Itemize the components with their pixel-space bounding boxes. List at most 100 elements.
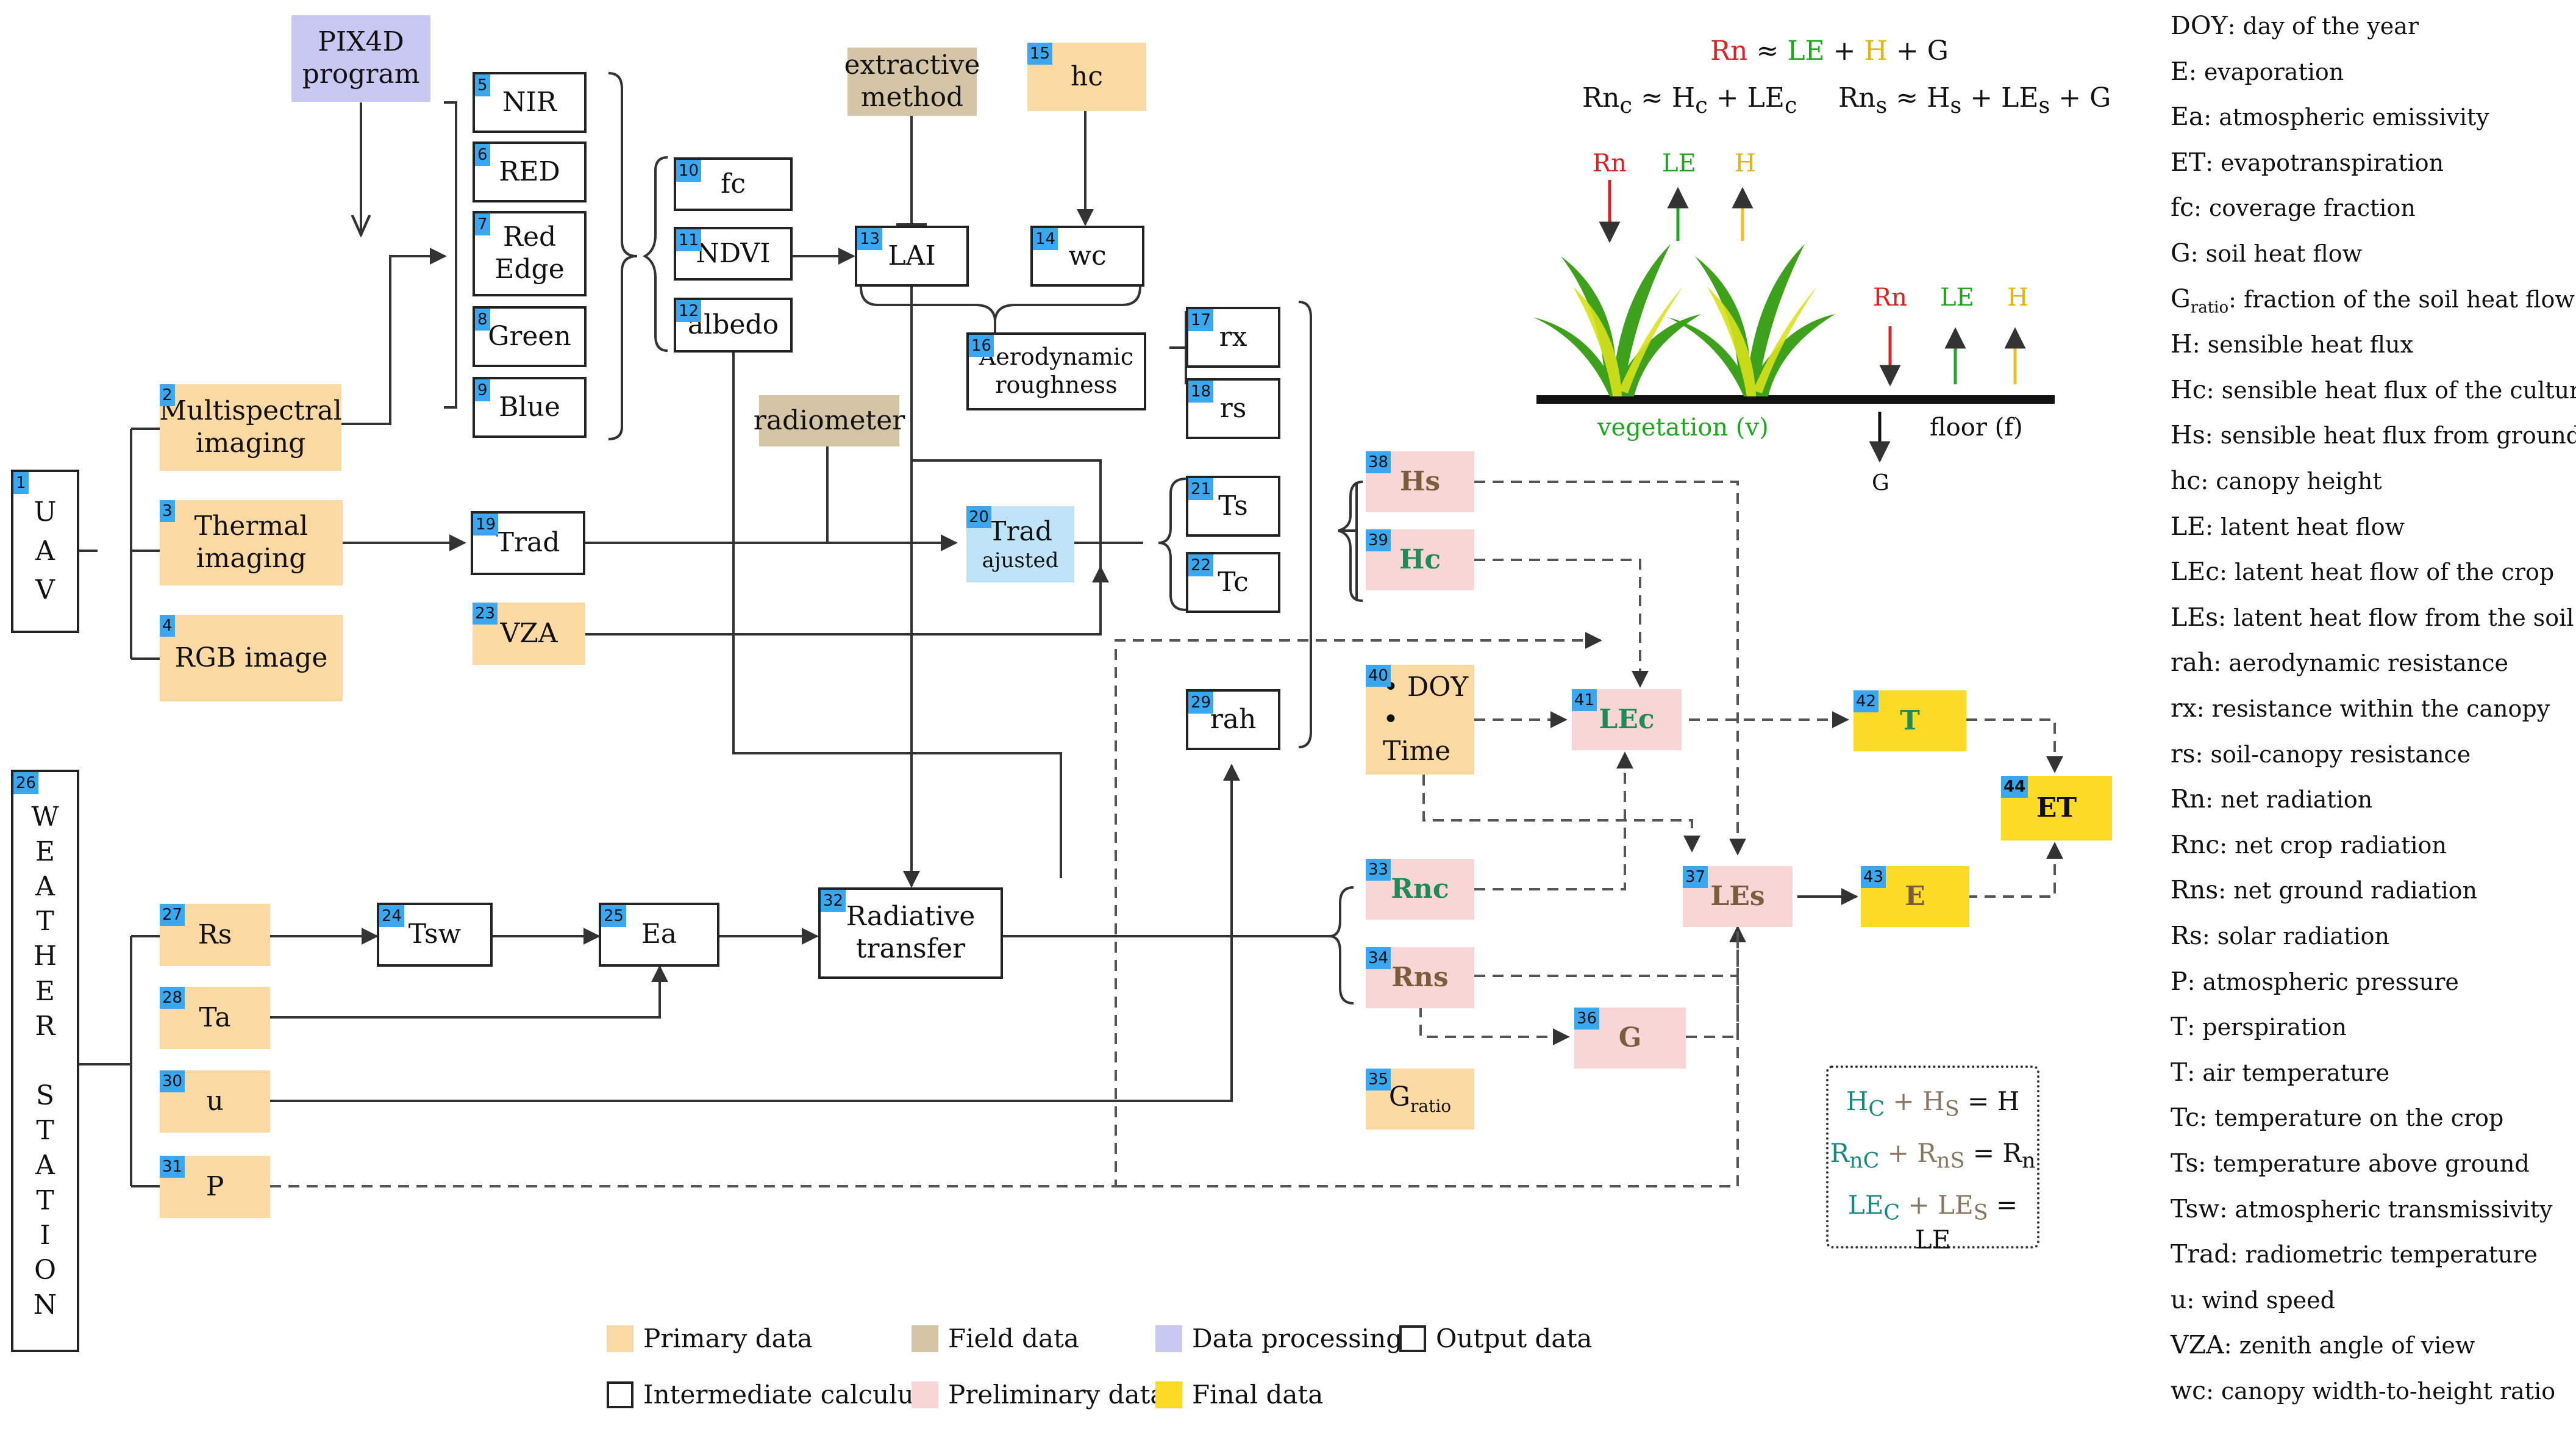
legend-swatch — [607, 1325, 633, 1352]
glossary-term: LE — [2171, 511, 2206, 541]
glossary-definition: : net crop radiation — [2219, 831, 2447, 859]
glossary-term: Rs — [2171, 921, 2202, 950]
veg-h-label: H — [1735, 149, 1756, 177]
glossary-term: rx — [2171, 693, 2197, 723]
glossary-definition: : fraction of the soil heat flow — [2228, 285, 2575, 313]
glossary-entry: Gratio: fraction of the soil heat flow — [2171, 284, 2575, 317]
soil-rn-label: Rn — [1873, 284, 1907, 312]
glossary-definition: : evapotranspiration — [2205, 149, 2444, 176]
glossary-entry: Rn: net radiation — [2171, 784, 2372, 814]
glossary-term: Hs — [2171, 420, 2205, 450]
glossary-entry: H: sensible heat flux — [2171, 329, 2413, 359]
glossary-definition: : atmospheric pressure — [2187, 968, 2459, 995]
glossary-entry: hc: canopy height — [2171, 466, 2382, 495]
glossary-definition: : sensible heat flux — [2192, 331, 2414, 359]
glossary-term: Tc — [2171, 1103, 2200, 1133]
glossary-definition: : latent heat flow — [2205, 513, 2405, 540]
glossary-entry: u: wind speed — [2171, 1285, 2335, 1314]
node-doy-time: 40• DOY • Time — [1366, 665, 1474, 775]
legend-preliminary: Preliminary data — [912, 1380, 1165, 1409]
glossary-term: Trad — [2171, 1239, 2230, 1269]
legend-processing: Data processing — [1155, 1323, 1402, 1353]
node-weather-station: 26 W E A T H E R S T A T I O N — [11, 770, 79, 1352]
glossary-entry: Rns: net ground radiation — [2171, 875, 2477, 904]
legend-primary: Primary data — [607, 1323, 813, 1353]
glossary-entry: Rnc: net crop radiation — [2171, 830, 2447, 859]
glossary-definition: : day of the year — [2227, 13, 2419, 40]
glossary-term: wc — [2171, 1376, 2207, 1405]
glossary-term: u — [2171, 1284, 2187, 1314]
glossary-entry: Hc: sensible heat flux of the culture ai… — [2171, 375, 2576, 404]
floor-label: floor (f) — [1930, 414, 2023, 442]
glossary-entry: rah: aerodynamic resistance — [2171, 648, 2508, 677]
glossary-entry: LEc: latent heat flow of the crop — [2171, 557, 2554, 586]
glossary-term: LEs — [2171, 602, 2219, 632]
glossary-term: Rnc — [2171, 829, 2220, 859]
glossary-entry: ET: evapotranspiration — [2171, 148, 2444, 177]
soil-h-label: H — [2007, 284, 2028, 312]
glossary-entry: LEs: latent heat flow from the soil — [2171, 603, 2574, 632]
legend-swatch — [912, 1381, 938, 1408]
glossary-term: Ea — [2171, 102, 2204, 132]
sum-h: HC + HS = H — [1846, 1086, 2020, 1122]
glossary-term: LEc — [2171, 557, 2220, 587]
glossary-term: fc — [2171, 193, 2194, 223]
glossary-definition: : aerodynamic resistance — [2213, 650, 2508, 677]
glossary-definition: : canopy width-to-height ratio — [2206, 1378, 2556, 1405]
glossary-entry: P: atmospheric pressure — [2171, 967, 2459, 996]
radiometer: radiometer — [754, 395, 905, 446]
glossary-entry: Ts: temperature above ground — [2171, 1148, 2530, 1178]
legend-swatch — [1399, 1325, 1426, 1352]
glossary-definition: : soil heat flow — [2190, 240, 2363, 267]
glossary-entry: fc: coverage fraction — [2171, 193, 2416, 222]
glossary-term: T — [2171, 1012, 2188, 1042]
glossary-term-sub: ratio — [2190, 298, 2229, 317]
legend-final: Final data — [1155, 1380, 1323, 1409]
glossary-term: G — [2171, 284, 2191, 313]
legend-swatch — [1155, 1381, 1182, 1408]
glossary-entry: rx: resistance within the canopy — [2171, 693, 2550, 723]
soil-le-label: LE — [1940, 284, 1974, 312]
glossary-definition: : atmospheric emissivity — [2203, 104, 2489, 131]
legend-field: Field data — [912, 1323, 1079, 1353]
glossary-entry: Rs: solar radiation — [2171, 921, 2389, 950]
glossary-definition: : soil-canopy resistance — [2195, 740, 2471, 768]
legend-output: Output data — [1399, 1323, 1592, 1353]
glossary-definition: : sensible heat flux of the culture air — [2206, 376, 2576, 404]
glossary-entry: G: soil heat flow — [2171, 238, 2362, 268]
legend-swatch — [912, 1325, 938, 1352]
glossary-term: Ts — [2171, 1148, 2199, 1178]
glossary-definition: : evaporation — [2188, 58, 2344, 85]
node-uav: 1 U A V — [11, 470, 79, 633]
legend-swatch — [1155, 1325, 1182, 1352]
glossary-term: rs — [2171, 739, 2196, 768]
